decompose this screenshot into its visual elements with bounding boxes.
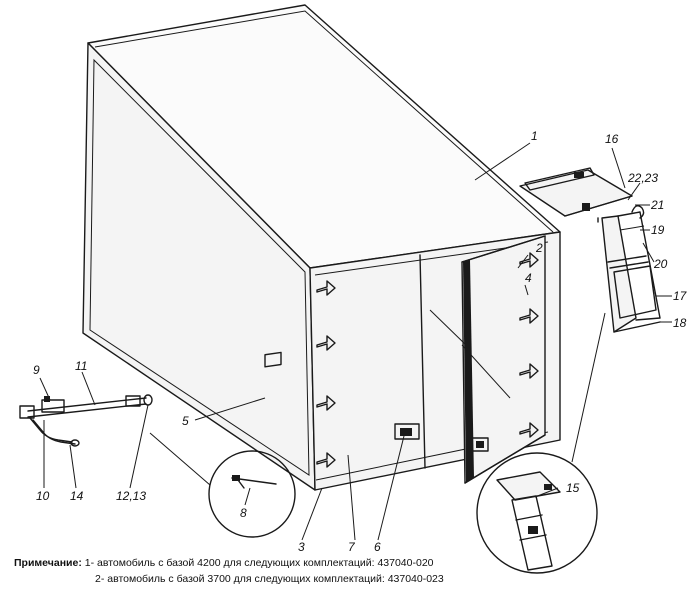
callout-2: 2 (535, 241, 543, 255)
callout-1: 1 (531, 129, 538, 143)
step-ladder (519, 167, 661, 333)
note-text-1: 1- автомобиль с базой 4200 для следующих… (84, 557, 434, 569)
note-line-2: 2- автомобиль с базой 3700 для следующих… (95, 573, 444, 585)
callout-19: 19 (651, 223, 665, 237)
callout-11: 11 (75, 359, 87, 373)
callout-18: 18 (673, 316, 687, 330)
callout-6: 6 (374, 540, 381, 554)
callout-3: 3 (298, 540, 305, 554)
detail-circle-15 (476, 452, 598, 574)
callout-12-13: 12,13 (116, 489, 146, 503)
callout-10: 10 (36, 489, 50, 503)
callout-7: 7 (348, 540, 356, 554)
callout-9: 9 (33, 363, 40, 377)
door-lock (394, 423, 420, 440)
callout-14: 14 (70, 489, 84, 503)
callout-8: 8 (240, 506, 247, 520)
callout-20: 20 (653, 257, 668, 271)
callout-4: 4 (525, 271, 532, 285)
plate (264, 351, 282, 368)
callout-labels: 1 2 3 4 5 6 7 8 9 10 11 12,13 14 15 16 1… (33, 129, 688, 554)
callout-17: 17 (673, 289, 688, 303)
van-body (82, 4, 561, 491)
holder-assembly (19, 394, 153, 447)
note-title: Примечание: (14, 557, 82, 569)
note-line-1: Примечание: 1- автомобиль с базой 4200 д… (14, 557, 434, 569)
open-right-door (429, 235, 546, 484)
detail-circle-8 (208, 450, 296, 538)
note-text-2: 2- автомобиль с базой 3700 для следующих… (95, 573, 444, 585)
leader-lines (39, 142, 672, 541)
callout-15: 15 (566, 481, 580, 495)
callout-21: 21 (650, 198, 664, 212)
callout-16: 16 (605, 132, 619, 146)
callout-5: 5 (182, 414, 189, 428)
callout-22-23: 22,23 (627, 171, 658, 185)
left-door-hinges (316, 280, 336, 468)
